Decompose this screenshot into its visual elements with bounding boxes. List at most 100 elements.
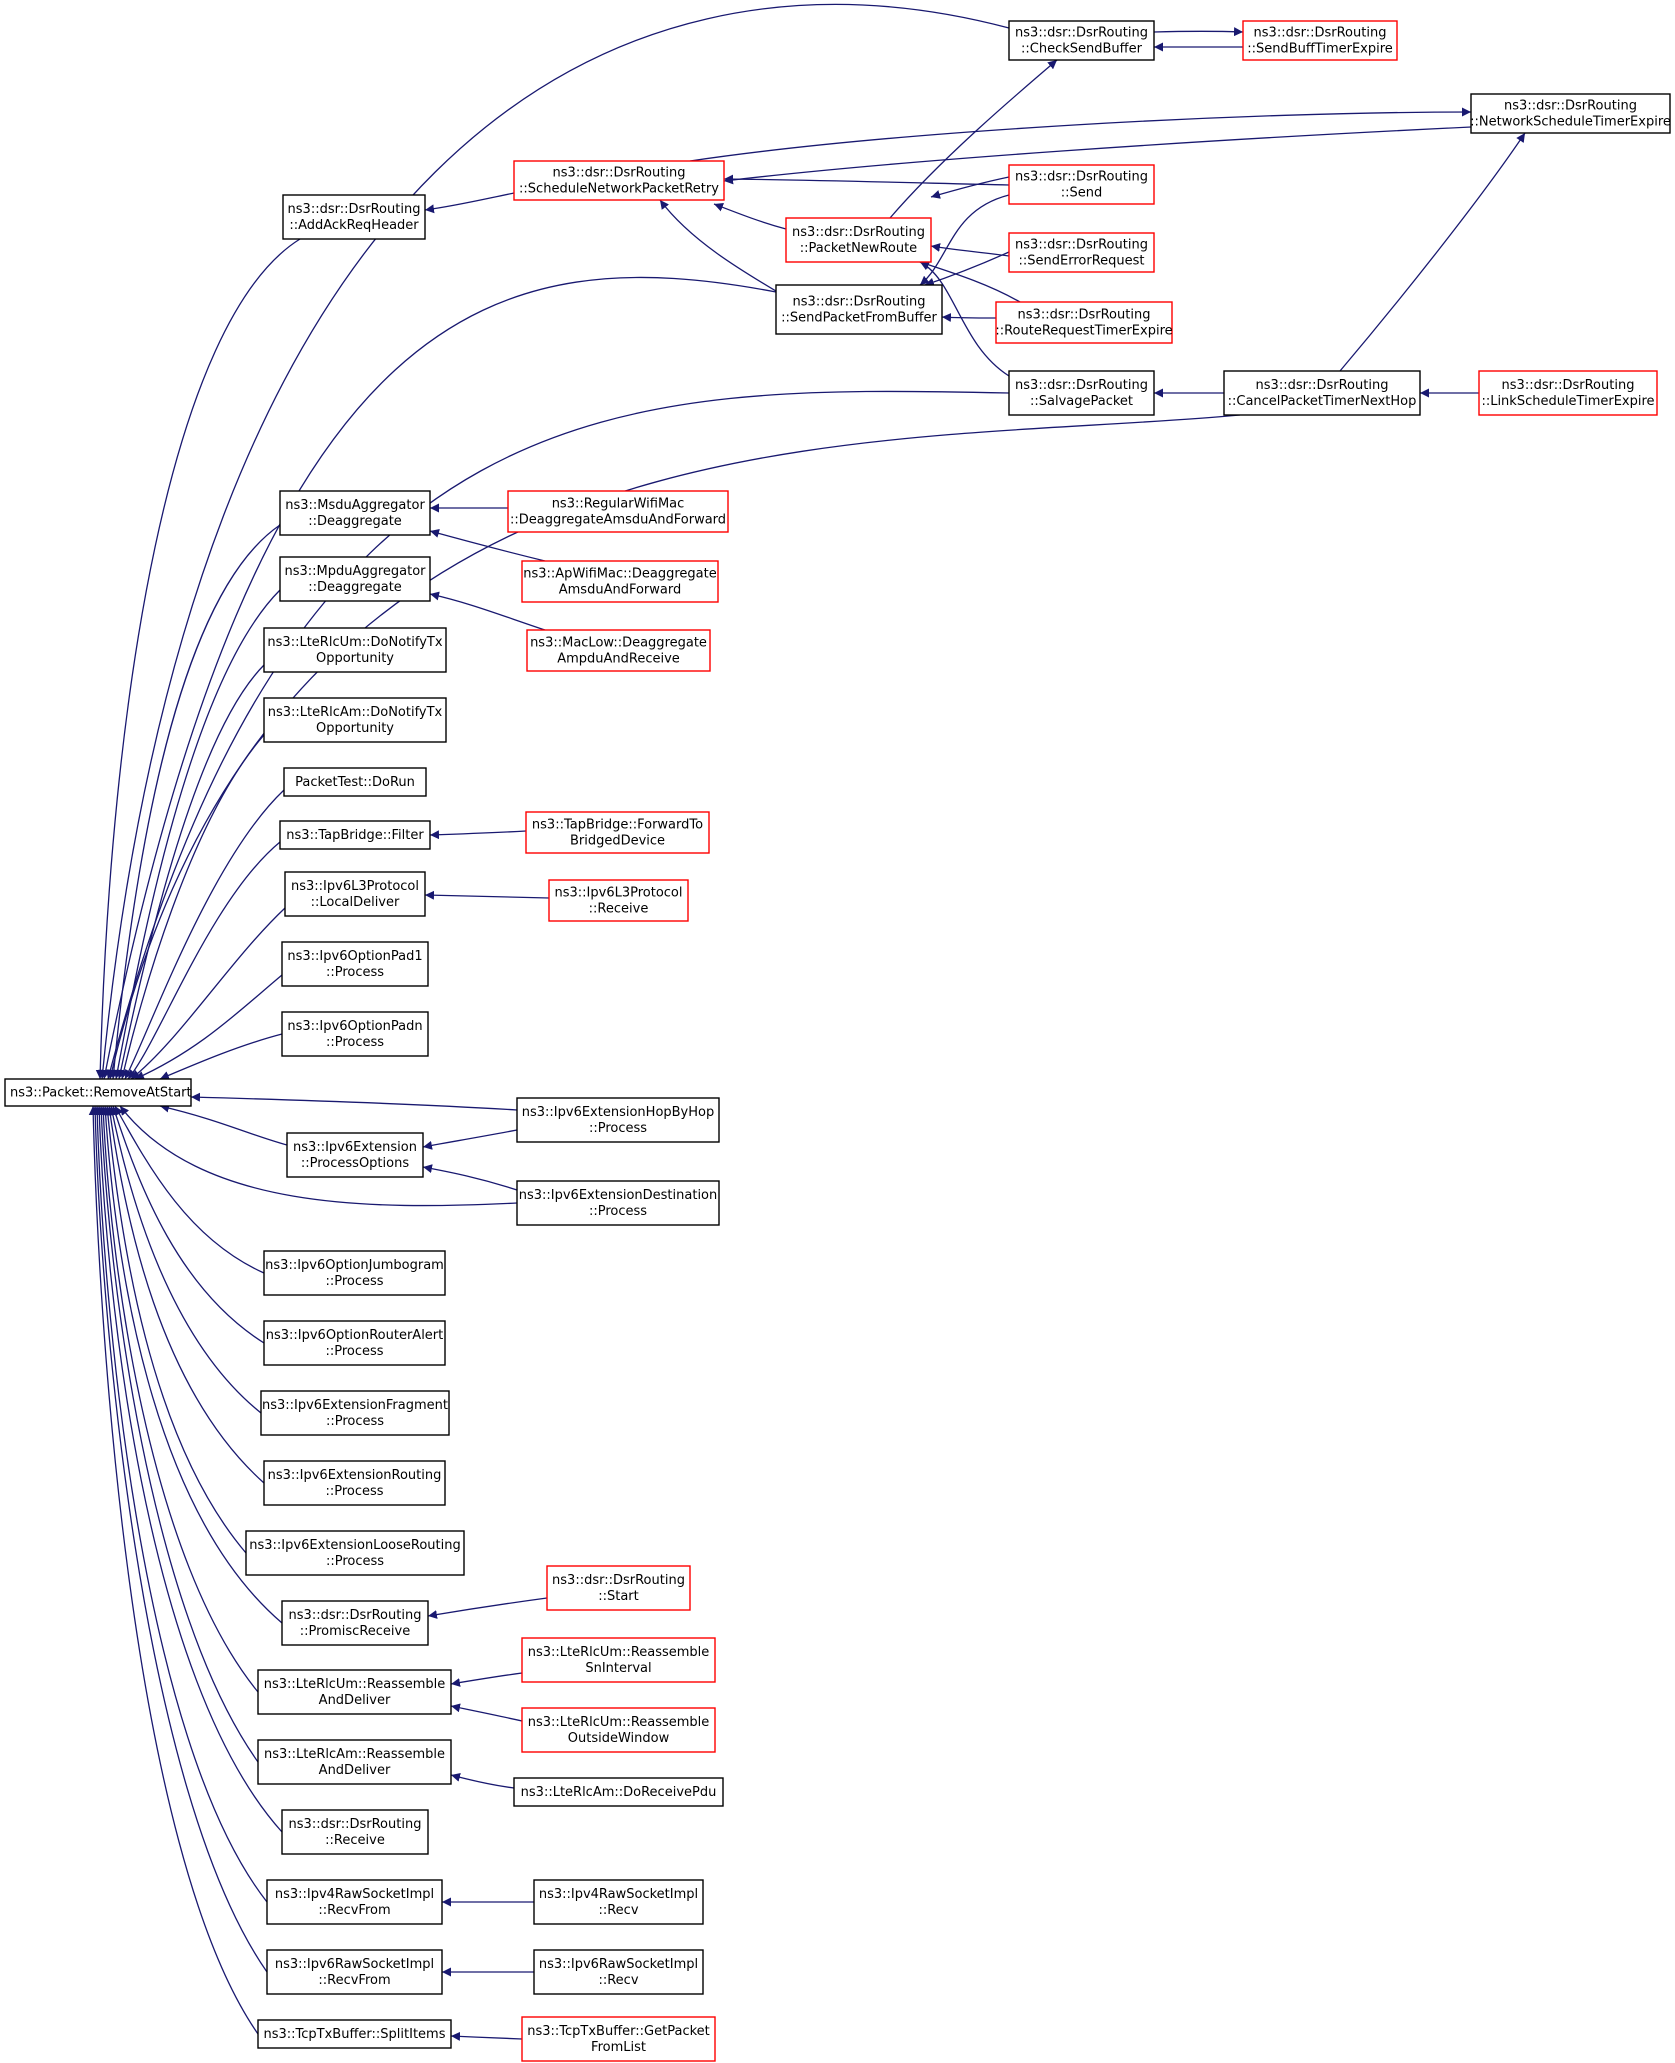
edge-spfb-to-root [101,276,777,1080]
edge-recv-to-root [94,1105,283,1833]
node-po[interactable]: ns3::Ipv6Extension::ProcessOptions [286,1132,424,1178]
edge-tbf-to-root [127,841,281,1080]
node-ra[interactable]: ns3::Ipv6OptionRouterAlert::Process [263,1320,446,1366]
node-label-line: ns3::Ipv6OptionRouterAlert [266,1328,444,1343]
node-box [263,627,447,673]
node-v6rf[interactable]: ns3::Ipv6RawSocketImpl::RecvFrom [266,1949,443,1995]
node-csb[interactable]: ns3::dsr::DsrRouting::CheckSendBuffer [1008,20,1155,61]
node-box [516,1097,720,1143]
node-box [1008,164,1155,205]
edge-po-to-root [159,1103,288,1146]
node-loose[interactable]: ns3::Ipv6ExtensionLooseRouting::Process [245,1530,465,1576]
node-aarh[interactable]: ns3::dsr::DsrRouting::AddAckReqHeader [282,194,426,240]
node-label-line: ns3::dsr::DsrRouting [289,1817,422,1832]
node-label-line: ns3::TapBridge::Filter [286,828,424,843]
node-send[interactable]: ns3::dsr::DsrRouting::Send [1008,164,1155,205]
node-label-line: ns3::TapBridge::ForwardTo [532,818,703,833]
node-salv[interactable]: ns3::dsr::DsrRouting::SalvagePacket [1008,370,1155,416]
node-label-line: Opportunity [316,721,394,736]
node-ld[interactable]: ns3::Ipv6L3Protocol::LocalDeliver [284,871,426,917]
node-label-line: ns3::dsr::DsrRouting [792,225,925,240]
node-box [507,490,729,533]
edge-send-to-spfb [919,194,1010,286]
node-label-line: ::SendBuffTimerExpire [1247,42,1393,57]
edge-send-to-snpr [723,174,1010,186]
node-box [533,1879,704,1925]
edge-snpr-to-nste [689,107,1472,162]
node-label-line: ns3::MacLow::Deaggregate [530,636,707,651]
node-prom[interactable]: ns3::dsr::DsrRouting::PromiscReceive [281,1600,429,1646]
edge-hbh-to-po [422,1129,518,1150]
node-v4rf[interactable]: ns3::Ipv4RawSocketImpl::RecvFrom [266,1879,443,1925]
node-lste[interactable]: ns3::dsr::DsrRouting::LinkScheduleTimerE… [1478,370,1658,416]
node-mpdu[interactable]: ns3::MpduAggregator::Deaggregate [279,556,431,602]
edge-rrte-to-spfb [941,313,997,322]
node-msdu[interactable]: ns3::MsduAggregator::Deaggregate [279,490,431,536]
node-cptnh[interactable]: ns3::dsr::DsrRouting::CancelPacketTimerN… [1223,370,1421,416]
node-label-line: ::DeaggregateAmsduAndForward [510,513,726,528]
node-label-line: ns3::Ipv6ExtensionDestination [519,1188,718,1203]
edge-pnr-to-snpr [713,203,787,230]
node-box [785,217,932,263]
node-amdrp[interactable]: ns3::LteRlcAm::DoReceivePdu [513,1777,724,1807]
node-ser[interactable]: ns3::dsr::DsrRouting::SendErrorRequest [1008,232,1155,273]
node-nste[interactable]: ns3::dsr::DsrRouting::NetworkScheduleTim… [1470,93,1671,134]
node-rwm[interactable]: ns3::RegularWifiMac::DeaggregateAmsduAnd… [507,490,729,533]
node-split[interactable]: ns3::TcpTxBuffer::SplitItems [257,2019,452,2049]
node-tbf[interactable]: ns3::TapBridge::Filter [279,820,431,850]
edge-ra-to-root [111,1105,265,1344]
node-label-line: ns3::Ipv4RawSocketImpl [539,1887,698,1902]
node-sbte[interactable]: ns3::dsr::DsrRouting::SendBuffTimerExpir… [1242,20,1398,61]
node-recv[interactable]: ns3::dsr::DsrRouting::Receive [281,1809,429,1855]
node-label-line: ns3::TcpTxBuffer::GetPacket [527,2024,710,2039]
node-l3r[interactable]: ns3::Ipv6L3Protocol::Receive [548,879,689,922]
node-jumbo[interactable]: ns3::Ipv6OptionJumbogram::Process [263,1250,446,1296]
node-snpr[interactable]: ns3::dsr::DsrRouting::ScheduleNetworkPac… [513,160,725,201]
node-ptdr[interactable]: PacketTest::DoRun [283,767,427,797]
node-hbh[interactable]: ns3::Ipv6ExtensionHopByHop::Process [516,1097,720,1143]
node-rrte[interactable]: ns3::dsr::DsrRouting::RouteRequestTimerE… [995,301,1173,344]
node-label-line: ns3::dsr::DsrRouting [793,295,926,310]
edge-rrte-to-pnr [919,260,1021,303]
node-v4r[interactable]: ns3::Ipv4RawSocketImpl::Recv [533,1879,704,1925]
node-start[interactable]: ns3::dsr::DsrRouting::Start [546,1565,691,1611]
node-label-line: ::Process [325,1344,383,1359]
node-label-line: ns3::RegularWifiMac [552,497,685,512]
edge-apw-to-msdu [429,529,546,562]
edge-ptdr-to-root [124,789,285,1080]
node-frag[interactable]: ns3::Ipv6ExtensionFragment::Process [260,1390,450,1436]
node-rout[interactable]: ns3::Ipv6ExtensionRouting::Process [263,1460,446,1506]
node-label-line: ::Recv [598,1903,638,1918]
node-box [279,490,431,536]
node-pnr[interactable]: ns3::dsr::DsrRouting::PacketNewRoute [785,217,932,263]
node-box [548,879,689,922]
edge-umtx-to-root [116,664,265,1080]
node-v6r[interactable]: ns3::Ipv6RawSocketImpl::Recv [533,1949,704,1995]
node-label-line: ns3::dsr::DsrRouting [1256,378,1389,393]
edge-mpdu-to-root [113,589,281,1080]
node-pad1[interactable]: ns3::Ipv6OptionPad1::Process [281,941,429,987]
node-label-line: ::Start [598,1589,639,1604]
node-box [281,1809,429,1855]
node-box [257,2019,452,2049]
node-label-line: ns3::dsr::DsrRouting [289,1608,422,1623]
node-spfb[interactable]: ns3::dsr::DsrRouting::SendPacketFromBuff… [775,284,943,335]
node-label-line: ns3::Packet::RemoveAtStart [10,1086,192,1101]
node-apw[interactable]: ns3::ApWifiMac::DeaggregateAmsduAndForwa… [521,560,719,603]
node-dest[interactable]: ns3::Ipv6ExtensionDestination::Process [516,1180,720,1226]
node-padn[interactable]: ns3::Ipv6OptionPadn::Process [281,1011,429,1057]
node-box [257,1739,452,1785]
node-box [1478,370,1658,416]
node-label-line: ns3::Ipv6ExtensionHopByHop [522,1105,715,1120]
node-label-line: ns3::ApWifiMac::Deaggregate [523,567,717,582]
